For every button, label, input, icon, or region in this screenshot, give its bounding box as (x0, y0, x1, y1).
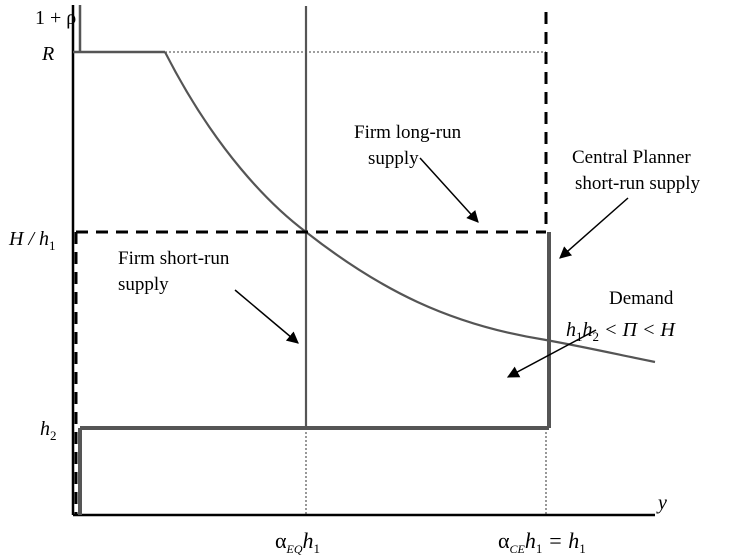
demand-curve (164, 51, 656, 364)
firm-long-run-arrow (419, 157, 479, 223)
demand-arrow (506, 329, 597, 378)
central-planner-arrow (559, 197, 629, 259)
x-tick-alpha-ce: αCEh1 = h1 (498, 528, 586, 555)
firm-short-run-label: Firm short-run supply (118, 248, 234, 295)
y-tick-R: R (41, 43, 54, 65)
demand-condition: h1h2 < Π < H (566, 319, 676, 344)
firm-short-run-arrow (234, 289, 299, 344)
y-axis-label: 1 + ρ (35, 7, 76, 29)
x-axis-label: y (656, 492, 667, 514)
firm-long-run-label: Firm long-run supply (354, 122, 466, 169)
y-tick-H-over-h1: H / h1 (8, 228, 56, 253)
y-tick-h2: h2 (40, 418, 57, 443)
central-planner-label: Central Planner short-run supply (572, 147, 701, 194)
x-tick-alpha-eq: αEQh1 (275, 528, 320, 555)
demand-label: Demand (609, 288, 674, 309)
